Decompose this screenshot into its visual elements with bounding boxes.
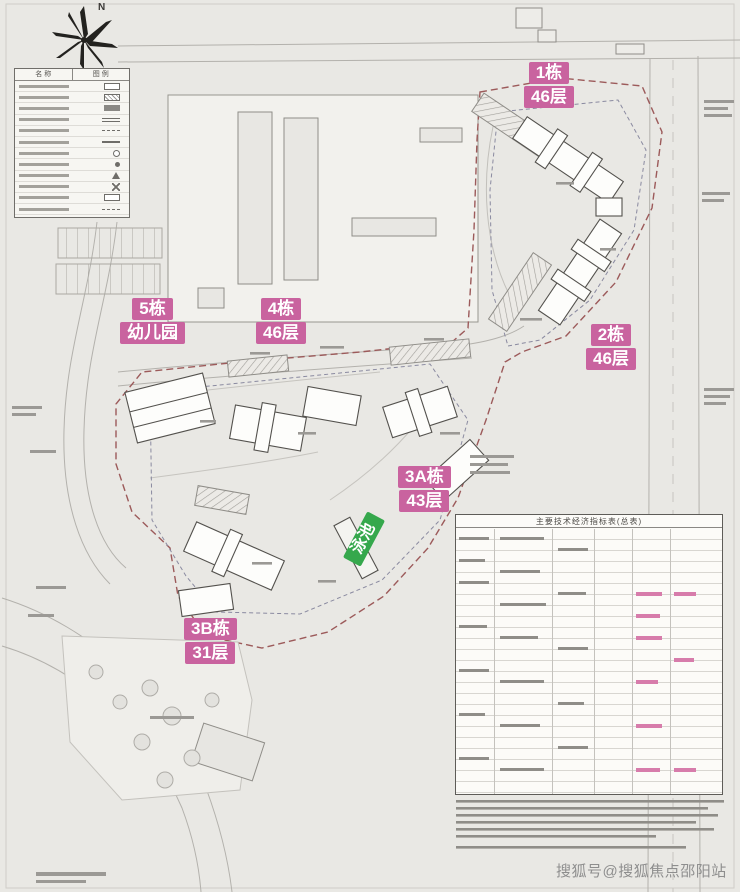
building-3b2-footprint: [177, 582, 235, 618]
north-arrow-icon: [52, 6, 118, 70]
building-3a-label: 3A栋 43层: [398, 466, 451, 513]
building-3b-label: 3B栋 31层: [184, 618, 237, 665]
building-1-footprint: [511, 116, 625, 204]
legend-row: [15, 171, 129, 182]
legend-row: [15, 92, 129, 104]
table-notes-bars: [456, 800, 724, 849]
legend-table: 名 称 图 例: [14, 68, 130, 218]
building-5-label: 5栋 幼儿园: [120, 298, 185, 345]
school-parcel: [167, 94, 479, 323]
building-1-label: 1栋 46层: [524, 62, 574, 109]
offsite-buildings: [515, 7, 645, 55]
sheet-frame: [5, 3, 735, 889]
building-3a-name: 3A栋: [398, 466, 451, 489]
annotation-text-bars: [12, 100, 734, 883]
legend-row: [15, 81, 129, 93]
indicator-table-body: [456, 529, 722, 794]
building-2-footprint: [537, 218, 623, 326]
building-5-name: 5栋: [132, 298, 173, 321]
building-5-use: 幼儿园: [120, 322, 185, 345]
legend-col-name: 名 称: [15, 69, 73, 80]
legend-row: [15, 148, 129, 160]
legend-row: [15, 115, 129, 126]
legend-row: [15, 137, 129, 149]
building-4-label: 4栋 46层: [256, 298, 306, 345]
building-5-footprint: [124, 372, 216, 444]
building-2-floors: 46层: [586, 348, 636, 371]
hatched-areas: [194, 92, 561, 515]
legend-row: [15, 204, 129, 216]
legend-row: [15, 126, 129, 137]
building-4-footprint: [228, 401, 308, 453]
parking-rows: [55, 227, 163, 295]
building-4b-footprint: [302, 385, 362, 427]
building-1-floors: 46层: [524, 86, 574, 109]
compass: N: [44, 2, 124, 74]
indicator-table: 主要技术经济指标表(总表): [455, 514, 723, 795]
legend-row: [15, 182, 129, 193]
building-4-name: 4栋: [260, 298, 302, 321]
indicator-table-title: 主要技术经济指标表(总表): [456, 515, 722, 528]
legend-header: 名 称 图 例: [15, 69, 129, 81]
legend-col-symbol: 图 例: [92, 71, 109, 78]
legend-row: [15, 103, 129, 115]
building-3b-floors: 31层: [185, 642, 236, 665]
north-label: N: [98, 2, 106, 13]
building-3b-name: 3B栋: [184, 618, 237, 641]
watermark: 搜狐号@搜狐焦点邵阳站: [556, 863, 727, 880]
building-1-name: 1栋: [528, 62, 570, 85]
building-2-name: 2栋: [590, 324, 632, 347]
building-footprints: [124, 116, 625, 618]
building-3a-footprint: [382, 385, 458, 439]
building-3a-floors: 43层: [399, 490, 450, 513]
building-2-label: 2栋 46层: [586, 324, 636, 371]
building-4-floors: 46层: [256, 322, 306, 345]
legend-row: [15, 193, 129, 205]
legend-row: [15, 159, 129, 171]
building-3b-footprint: [182, 521, 286, 591]
